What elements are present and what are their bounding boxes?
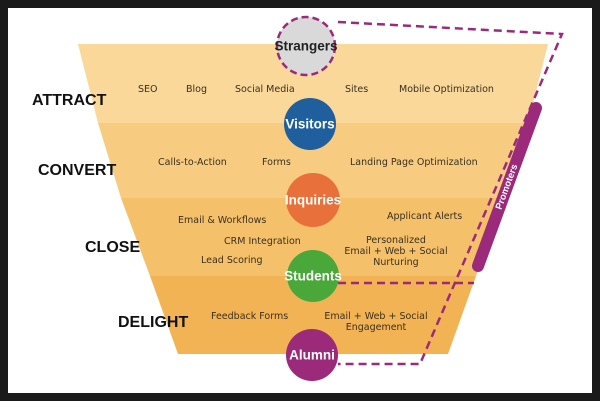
tactic-mobile-optimization: Mobile Optimization (399, 84, 494, 95)
stage-label-convert: CONVERT (38, 162, 116, 179)
tactic-blog: Blog (186, 84, 207, 95)
stage-label-delight: DELIGHT (118, 314, 188, 331)
tactic-feedback-forms: Feedback Forms (211, 311, 288, 322)
tactic-personalized-line3: Nurturing (373, 257, 418, 268)
circle-label-visitors: Visitors (285, 117, 334, 132)
tactic-sites: Sites (345, 84, 368, 95)
inbound-funnel-diagram: Promoters ATTRACT CONVERT CLOSE DELIGHT … (32, 15, 564, 381)
circle-students: Students (284, 250, 342, 302)
tactic-delight-email-line2: Engagement (346, 322, 407, 333)
circle-strangers: Strangers (274, 15, 338, 77)
diagram-frame: Promoters ATTRACT CONVERT CLOSE DELIGHT … (8, 8, 592, 393)
circle-label-students: Students (284, 269, 342, 284)
circle-label-alumni: Alumni (289, 348, 335, 363)
tactic-forms: Forms (262, 157, 291, 168)
tactic-calls-to-action: Calls-to-Action (158, 157, 227, 168)
funnel-band-close (121, 198, 505, 276)
tactic-lead-scoring: Lead Scoring (201, 255, 263, 266)
tactic-personalized-line1: Personalized (366, 235, 426, 246)
circle-label-strangers: Strangers (274, 39, 337, 54)
tactic-landing-page-optimization: Landing Page Optimization (350, 157, 478, 168)
circle-alumni: Alumni (286, 329, 338, 381)
tactic-personalized-line2: Email + Web + Social (344, 246, 447, 257)
stage-label-close: CLOSE (85, 239, 140, 256)
tactic-social-media: Social Media (235, 84, 295, 95)
tactic-email-workflows: Email & Workflows (178, 215, 266, 226)
circle-inquiries: Inquiries (285, 173, 341, 227)
funnel-band-attract (78, 44, 548, 123)
tactic-delight-email-line1: Email + Web + Social (324, 311, 427, 322)
tactic-seo: SEO (138, 84, 158, 95)
tactic-applicant-alerts: Applicant Alerts (387, 211, 462, 222)
circle-visitors: Visitors (284, 98, 336, 150)
funnel-band-delight (150, 276, 476, 354)
circle-label-inquiries: Inquiries (285, 193, 341, 208)
promoter-dashed-path (337, 20, 564, 366)
funnel-band-convert (98, 123, 528, 198)
stage-label-attract: ATTRACT (32, 92, 107, 109)
tactic-crm-integration: CRM Integration (224, 236, 301, 247)
